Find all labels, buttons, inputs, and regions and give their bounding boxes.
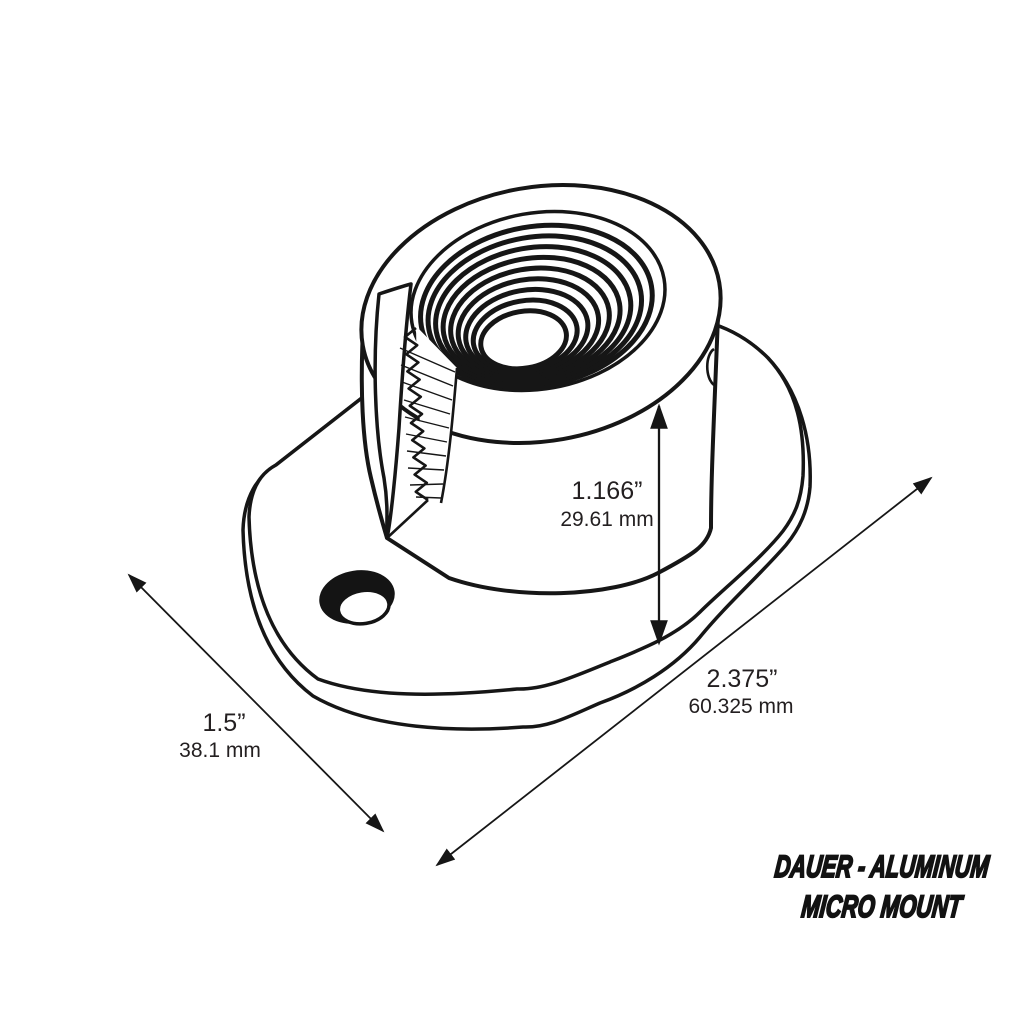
height-dimension-mm: 29.61 mm xyxy=(560,508,653,531)
width-dimension-arrow xyxy=(127,573,385,833)
length-dimension-inches: 2.375” xyxy=(707,665,778,693)
product-title-line1: DAUER - ALUMINUM xyxy=(773,849,991,884)
clamp-slot xyxy=(373,282,459,540)
width-dimension-inches: 1.5” xyxy=(202,709,245,737)
slot-left-face xyxy=(373,282,413,540)
product-title: DAUER - ALUMINUM MICRO MOUNT xyxy=(772,848,992,925)
slot-bottom-edge xyxy=(386,499,429,539)
length-dimension-arrow xyxy=(435,476,933,867)
height-dimension-inches: 1.166” xyxy=(572,477,643,505)
width-dimension: 1.5” 38.1 mm xyxy=(127,573,385,833)
set-screw-boss xyxy=(705,347,715,387)
length-dimension: 2.375” 60.325 mm xyxy=(435,476,933,867)
length-dimension-mm: 60.325 mm xyxy=(688,695,793,718)
product-title-line2: MICRO MOUNT xyxy=(800,889,966,924)
thread-rings xyxy=(418,222,655,390)
slot-serration xyxy=(403,326,429,502)
slot-hatch-lines xyxy=(399,347,456,499)
width-dimension-mm: 38.1 mm xyxy=(179,739,261,762)
